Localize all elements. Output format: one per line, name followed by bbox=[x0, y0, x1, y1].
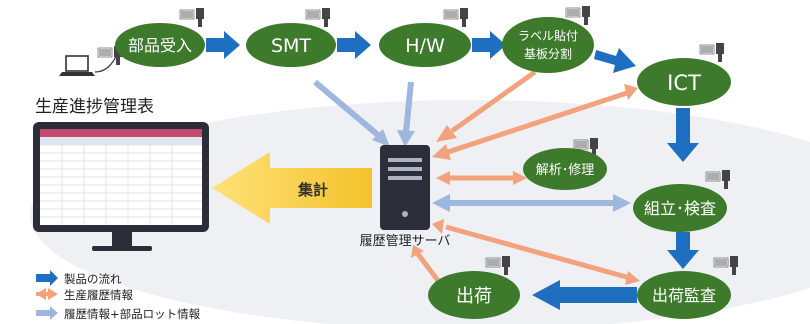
barcode-scanner-icon bbox=[705, 170, 730, 189]
flow-arrow bbox=[337, 31, 371, 59]
legend-label: 履歴情報+部品ロット情報 bbox=[64, 307, 201, 321]
node-analysis-label: 解析･修理 bbox=[536, 163, 595, 178]
flow-arrow bbox=[206, 31, 240, 59]
server-icon bbox=[380, 145, 430, 230]
barcode-scanner-icon bbox=[179, 8, 204, 27]
node-shipping: 出荷 bbox=[428, 271, 520, 319]
node-assembly-label: 組立･検査 bbox=[644, 199, 716, 218]
node-ict-label: ICT bbox=[667, 71, 701, 95]
node-assembly: 組立･検査 bbox=[633, 184, 727, 232]
barcode-scanner-icon bbox=[485, 256, 510, 275]
node-analysis: 解析･修理 bbox=[523, 148, 607, 190]
node-audit: 出荷監査 bbox=[637, 271, 731, 319]
node-hw-label: H/W bbox=[405, 35, 445, 57]
page-title: 生産進捗管理表 bbox=[35, 97, 154, 117]
aggregate-arrow: 集計 bbox=[212, 152, 372, 224]
barcode-scanner-icon bbox=[699, 43, 724, 62]
legend-swatch-lot bbox=[36, 306, 58, 320]
barcode-scanner-icon bbox=[565, 6, 590, 25]
flow-arrow bbox=[472, 31, 506, 59]
node-label-split: ラベル貼付 基板分割 bbox=[502, 17, 594, 73]
flow-arrow bbox=[532, 280, 637, 310]
laptop-icon bbox=[59, 51, 119, 76]
legend-swatch-flow bbox=[36, 270, 58, 286]
node-smt-label: SMT bbox=[271, 35, 311, 57]
flow-arrow bbox=[667, 108, 699, 162]
barcode-scanner-icon bbox=[443, 8, 468, 27]
node-smt: SMT bbox=[246, 23, 336, 67]
node-audit-label: 出荷監査 bbox=[652, 286, 716, 305]
aggregate-label: 集計 bbox=[297, 181, 328, 199]
node-shipping-label: 出荷 bbox=[456, 286, 492, 307]
barcode-scanner-icon bbox=[305, 8, 330, 27]
legend-label: 生産履歴情報 bbox=[64, 288, 133, 302]
node-receiving-label: 部品受入 bbox=[128, 36, 192, 55]
legend-swatch-history bbox=[36, 288, 58, 300]
server-label: 履歴管理サーバ bbox=[360, 234, 451, 249]
node-receiving: 部品受入 bbox=[115, 23, 205, 67]
node-ict: ICT bbox=[637, 58, 731, 106]
lot-info-arrows bbox=[313, 79, 631, 212]
flow-arrow bbox=[594, 48, 636, 73]
flow-arrow bbox=[667, 232, 699, 269]
barcode-scanner-icon bbox=[573, 138, 598, 157]
node-label-line2: 基板分割 bbox=[524, 46, 572, 61]
node-hw: H/W bbox=[379, 23, 471, 67]
legend: 製品の流れ 生産履歴情報 履歴情報+部品ロット情報 bbox=[36, 270, 201, 321]
product-flow-arrows bbox=[206, 31, 699, 310]
node-label-line1: ラベル貼付 bbox=[518, 28, 578, 43]
barcode-scanner-icon bbox=[713, 256, 738, 275]
legend-label: 製品の流れ bbox=[64, 272, 122, 286]
monitor-icon bbox=[33, 122, 209, 251]
